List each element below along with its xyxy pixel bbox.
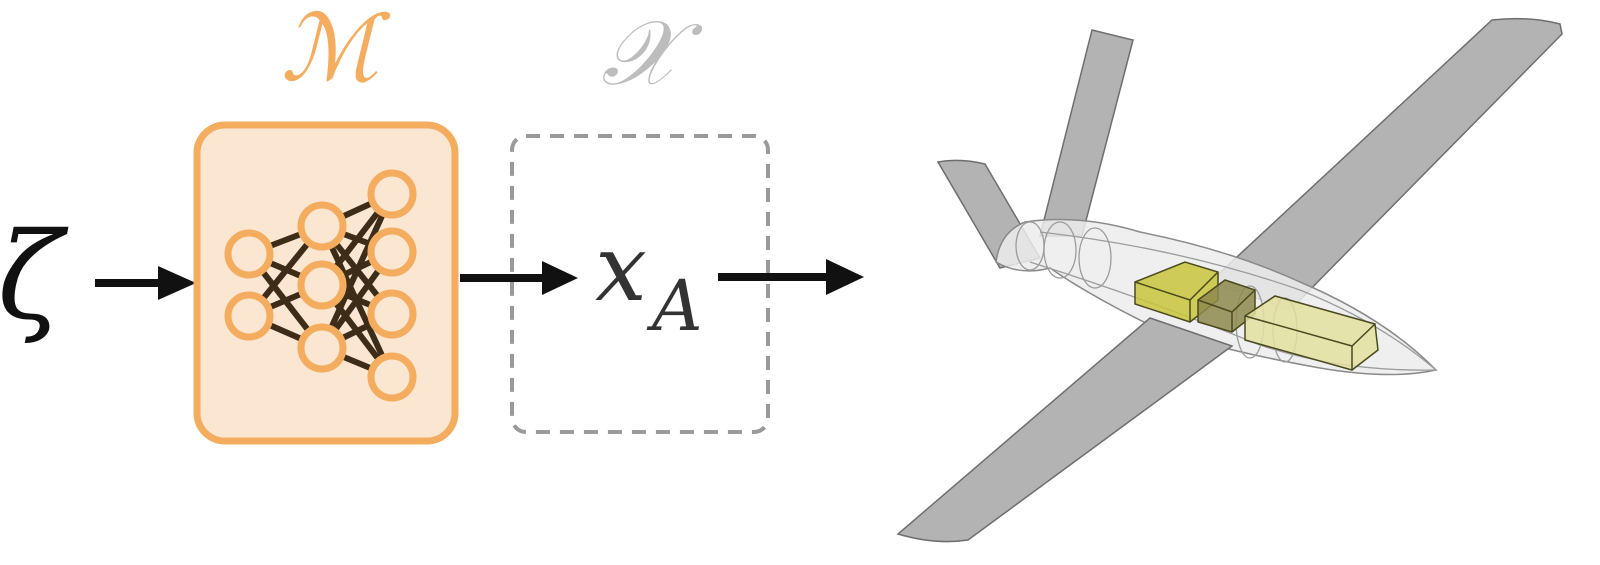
aircraft-icon [896,17,1563,543]
arrow-model-to-design [460,261,578,295]
design-vector-symbol: x [595,215,647,322]
network-nodes [224,169,417,402]
arrow-input-to-model [95,266,196,300]
design-vector-subscript: A [646,265,703,347]
design-space-symbol: 𝒳 [601,1,703,106]
design-space-box [510,134,770,434]
input-symbol: ζ [0,208,68,347]
arrow-design-to-aircraft [718,259,864,295]
model-symbol: ℳ [281,0,391,102]
